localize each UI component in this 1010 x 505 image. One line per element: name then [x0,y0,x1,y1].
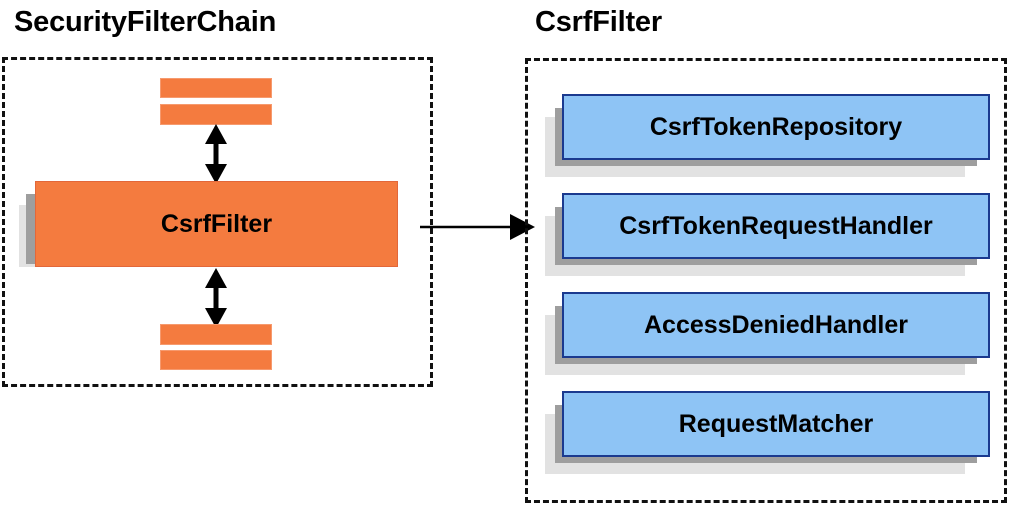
filter-bar-above-2 [160,104,272,125]
filter-bar-below-2 [160,350,272,370]
component-accessdeniedhandler[interactable]: AccessDeniedHandler [545,292,995,380]
component-label: CsrfFilter [160,209,273,238]
csrffilter-expansion-arrow-icon [420,214,535,240]
panel-title-csrf-filter: CsrfFilter [535,6,662,38]
component-label: RequestMatcher [678,409,874,438]
filter-bar-below-1 [160,324,272,345]
panel-csrf-filter [525,58,1007,503]
component-requestmatcher[interactable]: RequestMatcher [545,391,995,479]
panel-security-filter-chain [2,57,433,387]
component-label: AccessDeniedHandler [643,310,908,339]
node-face: CsrfTokenRequestHandler [562,193,990,259]
node-face: AccessDeniedHandler [562,292,990,358]
double-arrow-below-icon [205,268,227,328]
component-label: CsrfTokenRequestHandler [619,211,933,240]
filter-bar-above-1 [160,78,272,98]
component-csrffilter-highlighted[interactable]: CsrfFilter [19,181,399,291]
node-face: CsrfFilter [35,181,398,267]
node-face: RequestMatcher [562,391,990,457]
component-label: CsrfTokenRepository [649,112,903,141]
panel-title-security-filter-chain: SecurityFilterChain [14,6,277,38]
component-csrftokenrequesthandler[interactable]: CsrfTokenRequestHandler [545,193,995,281]
component-csrftokenrepository[interactable]: CsrfTokenRepository [545,94,995,182]
node-face: CsrfTokenRepository [562,94,990,160]
double-arrow-above-icon [205,124,227,184]
